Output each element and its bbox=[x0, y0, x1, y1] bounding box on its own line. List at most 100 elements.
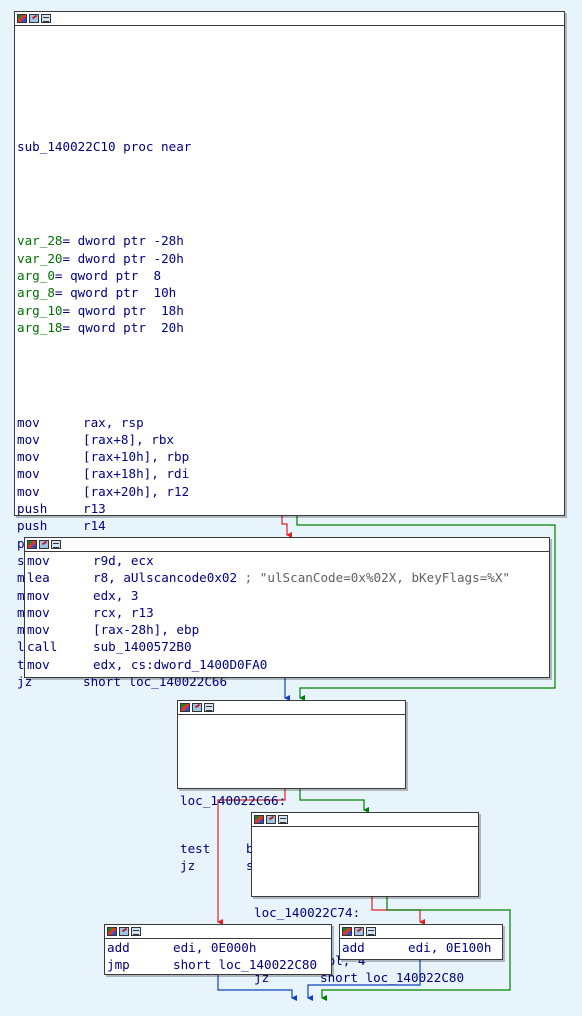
instruction-row[interactable]: add edi, 0E100h bbox=[342, 939, 502, 956]
instruction-row[interactable]: mov[rax+10h], rbp bbox=[17, 448, 564, 465]
instruction-mnemonic: jz bbox=[180, 857, 196, 873]
instruction-mnemonic: jmp bbox=[107, 957, 130, 973]
instruction-operands[interactable]: r8, aUlscancode0x02 bbox=[93, 570, 238, 586]
instruction-mnemonic: mov bbox=[27, 553, 50, 568]
node-add-e000[interactable]: add edi, 0E000h jmp short loc_140022C80 bbox=[104, 924, 332, 975]
stack-var-row[interactable]: arg_10= qword ptr 18h bbox=[17, 302, 564, 319]
instruction-mnemonic: mov bbox=[27, 622, 50, 638]
stack-var-decl: = qword ptr 20h bbox=[62, 319, 184, 335]
instruction-operands[interactable]: [rax+20h], r12 bbox=[83, 483, 190, 499]
instruction-operands[interactable]: r14 bbox=[83, 518, 106, 534]
node-header bbox=[25, 538, 549, 552]
instruction-operands[interactable]: rcx, r13 bbox=[93, 604, 154, 620]
edit-icon[interactable] bbox=[354, 927, 364, 936]
proc-header[interactable]: sub_140022C10 proc near bbox=[17, 138, 192, 154]
edit-icon[interactable] bbox=[29, 14, 39, 23]
instruction-operands[interactable]: rax, rsp bbox=[83, 414, 144, 430]
group-nodes-icon[interactable] bbox=[131, 927, 141, 936]
instruction-operands[interactable]: short loc_140022C80 bbox=[320, 969, 465, 985]
instruction-mnemonic: mov bbox=[27, 587, 50, 603]
group-nodes-icon[interactable] bbox=[204, 703, 214, 712]
instruction-row[interactable]: add edi, 0E000h bbox=[107, 939, 331, 956]
instruction-mnemonic: lea bbox=[27, 570, 50, 586]
color-icon[interactable] bbox=[180, 703, 190, 712]
stack-var-name[interactable]: arg_8 bbox=[17, 285, 55, 301]
group-nodes-icon[interactable] bbox=[51, 540, 61, 549]
instruction-operands[interactable]: sub_1400572B0 bbox=[93, 639, 192, 655]
instruction-list: add edi, 0E100h bbox=[340, 939, 502, 956]
edit-icon[interactable] bbox=[119, 927, 129, 936]
color-icon[interactable] bbox=[342, 927, 352, 936]
instruction-mnemonic: mov bbox=[17, 483, 40, 499]
instruction-operands[interactable]: [rax+18h], rdi bbox=[83, 466, 190, 482]
edit-icon[interactable] bbox=[39, 540, 49, 549]
block-label[interactable]: loc_140022C74: bbox=[254, 905, 361, 921]
instruction-operands[interactable]: r13 bbox=[83, 501, 106, 517]
instruction-row[interactable]: push r14 bbox=[17, 517, 564, 534]
color-icon[interactable] bbox=[107, 927, 117, 936]
instruction-row[interactable]: mov [rax+20h], r12 bbox=[17, 483, 564, 500]
edit-icon[interactable] bbox=[266, 815, 276, 824]
instruction-operands[interactable]: [rax+10h], rbp bbox=[83, 449, 190, 465]
node-sub-140022c10[interactable]: sub_140022C10 proc near var_28= dword pt… bbox=[14, 11, 565, 689]
stack-var-name[interactable]: arg_10 bbox=[17, 302, 63, 318]
instruction-mnemonic: push bbox=[17, 518, 48, 534]
stack-var-decl: = dword ptr -20h bbox=[62, 250, 184, 266]
group-nodes-icon[interactable] bbox=[366, 927, 376, 936]
stack-var-name[interactable]: arg_18 bbox=[17, 319, 63, 335]
instruction-mnemonic: add bbox=[342, 940, 365, 955]
instruction-row[interactable]: call sub_1400572B0 bbox=[27, 638, 549, 655]
color-icon[interactable] bbox=[17, 14, 27, 23]
node-header bbox=[105, 925, 331, 939]
instruction-row[interactable]: jmp short loc_140022C80 bbox=[107, 956, 331, 973]
node-header bbox=[340, 925, 502, 939]
color-icon[interactable] bbox=[27, 540, 37, 549]
instruction-mnemonic: mov bbox=[17, 431, 40, 447]
instruction-operands[interactable]: short loc_140022C80 bbox=[173, 957, 318, 973]
instruction-row[interactable]: mov rcx, r13 bbox=[27, 604, 549, 621]
node-loc-140022c66[interactable]: loc_140022C66: testbpl, 2jzshort loc_140… bbox=[177, 700, 406, 873]
stack-var-name[interactable]: var_20 bbox=[17, 250, 63, 266]
stack-var-name[interactable]: var_28 bbox=[17, 233, 63, 249]
stack-var-row[interactable]: arg_0= qword ptr 8 bbox=[17, 267, 564, 284]
instruction-row[interactable]: mov edx, 3 bbox=[27, 587, 549, 604]
instruction-operands[interactable]: edx, cs:dword_1400D0FA0 bbox=[93, 656, 268, 672]
instruction-row[interactable]: mov [rax-28h], ebp bbox=[27, 621, 549, 638]
instruction-operands[interactable]: r9d, ecx bbox=[93, 553, 154, 568]
edit-icon[interactable] bbox=[192, 703, 202, 712]
instruction-row[interactable]: mov [rax+18h], rdi bbox=[17, 465, 564, 482]
instruction-mnemonic: mov bbox=[17, 466, 40, 482]
color-icon[interactable] bbox=[254, 815, 264, 824]
stack-var-row[interactable]: arg_18= qword ptr 20h bbox=[17, 319, 564, 336]
instruction-mnemonic: call bbox=[27, 639, 58, 655]
block-label[interactable]: loc_140022C66: bbox=[180, 793, 287, 809]
stack-var-name[interactable]: arg_0 bbox=[17, 268, 55, 284]
stack-var-decl: = qword ptr 18h bbox=[62, 302, 184, 318]
stack-var-row[interactable]: var_20= dword ptr -20h bbox=[17, 250, 564, 267]
instruction-mnemonic: mov bbox=[27, 604, 50, 620]
instruction-operands[interactable]: edi, 0E000h bbox=[173, 940, 257, 955]
stack-var-decl: = dword ptr -28h bbox=[62, 233, 184, 249]
stack-var-row[interactable]: var_28= dword ptr -28h bbox=[17, 232, 564, 249]
instruction-operands[interactable]: edx, 3 bbox=[93, 587, 139, 603]
instruction-operands[interactable]: [rax-28h], ebp bbox=[93, 622, 200, 638]
group-nodes-icon[interactable] bbox=[41, 14, 51, 23]
node-add-e100[interactable]: add edi, 0E100h bbox=[339, 924, 503, 960]
instruction-operands[interactable]: [rax+8], rbx bbox=[83, 431, 174, 447]
node-header bbox=[178, 701, 405, 715]
group-nodes-icon[interactable] bbox=[278, 815, 288, 824]
node-header bbox=[252, 813, 478, 827]
instruction-operands[interactable]: edi, 0E100h bbox=[408, 940, 492, 955]
stack-var-decl: = qword ptr 10h bbox=[54, 285, 177, 301]
instruction-row[interactable]: mov [rax+8], rbx bbox=[17, 431, 564, 448]
instruction-row[interactable]: mov r9d, ecx bbox=[27, 552, 549, 569]
stack-var-row[interactable]: arg_8= qword ptr 10h bbox=[17, 284, 564, 301]
instruction-mnemonic: add bbox=[107, 940, 130, 955]
